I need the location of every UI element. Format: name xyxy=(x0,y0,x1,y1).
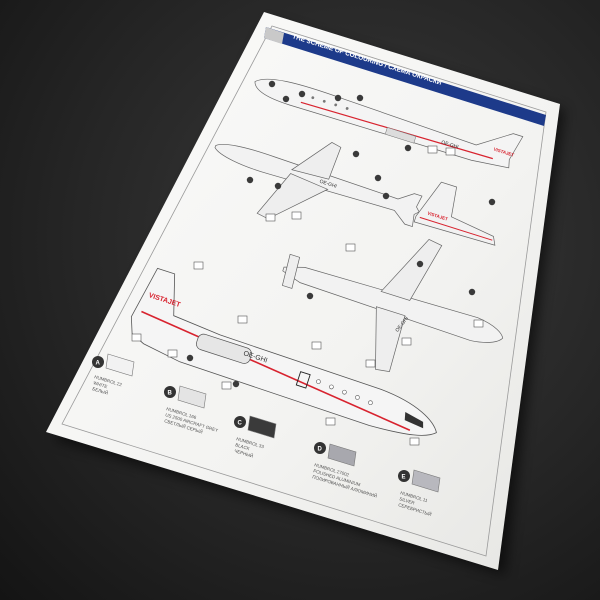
sheet-frame xyxy=(61,25,547,557)
svg-text:WHITE: WHITE xyxy=(93,380,108,389)
wing-right xyxy=(291,142,342,180)
side-view-top: OE-GHI VISTAJET xyxy=(254,78,524,169)
svg-text:БЕЛЫЙ: БЕЛЫЙ xyxy=(92,384,109,395)
svg-text:SILVER: SILVER xyxy=(399,496,416,506)
tail-logo-top: VISTAJET xyxy=(493,147,515,158)
cockpit-window xyxy=(404,411,424,429)
svg-text:BLACK: BLACK xyxy=(235,442,251,451)
side-view-main: VISTAJET OE-GHI xyxy=(130,267,437,436)
svg-text:B: B xyxy=(168,391,173,397)
engine-nacelle xyxy=(384,127,417,144)
tail-detail-view: VISTAJET xyxy=(413,181,496,246)
header-blue-bar xyxy=(264,27,546,126)
brand-logo xyxy=(264,27,284,44)
lower-wing-left xyxy=(380,238,443,301)
lower-wing-right xyxy=(375,306,406,373)
bottom-view: OE-GHI xyxy=(281,238,504,373)
main-cheatline-stripe xyxy=(141,310,411,431)
callout-boxes xyxy=(131,145,484,446)
tail-logo-detail: VISTAJET xyxy=(427,211,449,222)
registration-upper-wing: OE-GHI xyxy=(319,179,338,190)
svg-text:A: A xyxy=(96,361,101,367)
svg-text:D: D xyxy=(318,447,323,453)
svg-text:E: E xyxy=(402,475,406,481)
lower-stabilizer xyxy=(281,253,301,289)
main-engine xyxy=(196,333,252,364)
door-outline xyxy=(295,371,311,389)
registration-top: OE-GHI xyxy=(440,140,459,151)
callout-markers xyxy=(186,80,496,388)
svg-text:C: C xyxy=(238,421,243,427)
